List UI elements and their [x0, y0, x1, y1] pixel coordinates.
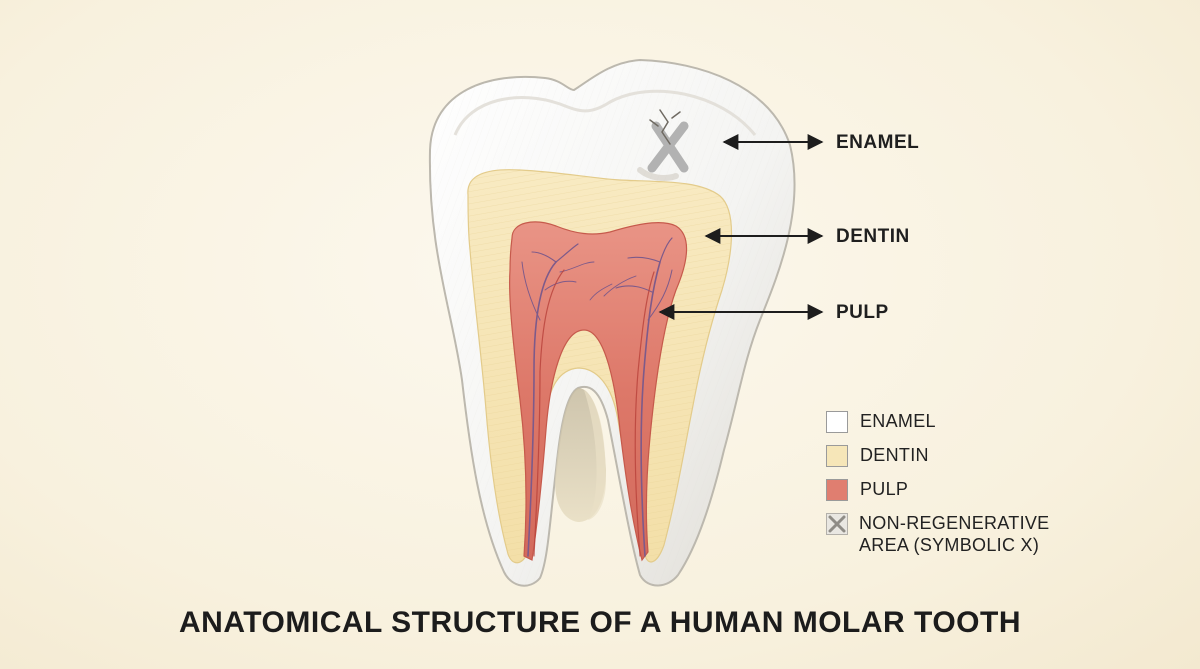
callout-pulp: PULP [836, 302, 889, 323]
legend: ENAMEL DENTIN PULP NON-REGENERATIVE AREA… [826, 410, 1086, 564]
callout-dentin: DENTIN [836, 226, 910, 247]
legend-label-symbolic: NON-REGENERATIVE AREA (SYMBOLIC X) [859, 512, 1050, 556]
legend-item-dentin: DENTIN [826, 444, 1086, 478]
x-mark-icon [826, 513, 848, 535]
legend-label-line1: NON-REGENERATIVE [859, 513, 1050, 533]
legend-swatch-enamel [826, 411, 848, 433]
blood-vessels-red [533, 269, 655, 557]
inner-root-tip [584, 390, 606, 520]
legend-item-symbolic: NON-REGENERATIVE AREA (SYMBOLIC X) [826, 512, 1086, 564]
diagram-title: ANATOMICAL STRUCTURE OF A HUMAN MOLAR TO… [178, 606, 1021, 639]
pulp-layer [509, 221, 688, 562]
x-mark-icon [637, 109, 689, 181]
blood-vessels [521, 237, 673, 557]
callout-enamel: ENAMEL [836, 132, 920, 153]
legend-label-line2: AREA (SYMBOLIC X) [859, 535, 1040, 555]
legend-label: ENAMEL [860, 411, 936, 431]
crown-highlight [453, 89, 757, 136]
legend-label: PULP [860, 479, 909, 499]
legend-item-pulp: PULP [826, 478, 1086, 512]
legend-swatch-dentin [826, 445, 848, 467]
legend-swatch-pulp [826, 479, 848, 501]
legend-item-enamel: ENAMEL [826, 410, 1086, 444]
legend-label: DENTIN [860, 445, 929, 465]
